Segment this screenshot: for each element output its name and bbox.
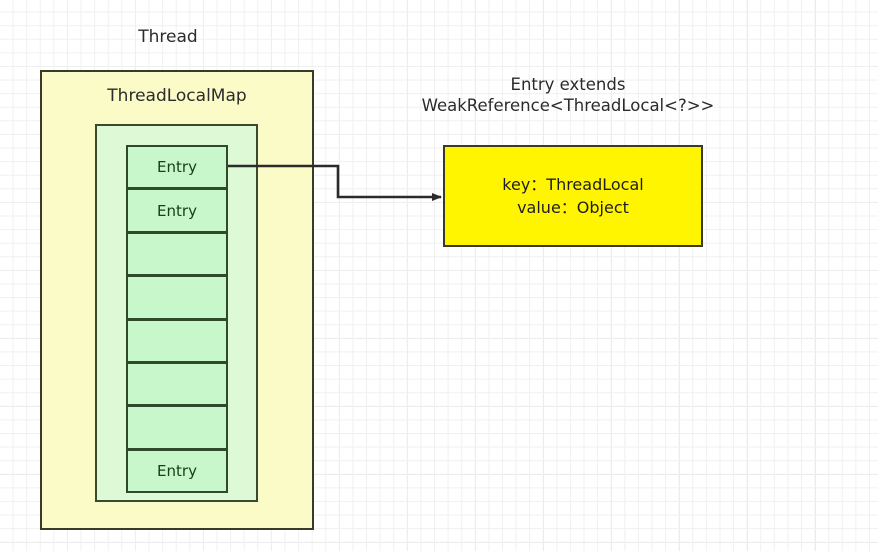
entry-cell[interactable] [126,318,228,362]
entry-cell[interactable]: Entry [126,188,228,232]
entry-cell[interactable] [126,275,228,319]
entry-table: Entry Entry Entry [126,145,228,493]
entry-value-line: value：Object [517,198,629,217]
thread-label: Thread [138,27,198,47]
entry-extends-caption-line1: Entry extends [510,75,626,94]
threadlocalmap-label: ThreadLocalMap [107,86,247,106]
entry-cell[interactable] [126,361,228,406]
entry-cell[interactable]: Entry [126,448,228,493]
entry-extends-caption-line2: WeakReference<ThreadLocal<?>> [421,96,715,116]
entry-cell[interactable]: Entry [126,145,228,189]
entry-extends-caption: Entry extends WeakReference<ThreadLocal<… [408,74,728,116]
entry-cell[interactable] [126,405,228,449]
entry-detail-box: key：ThreadLocal value：Object [443,145,703,247]
entry-key-line: key：ThreadLocal [502,174,644,194]
entry-cell[interactable] [126,231,228,276]
